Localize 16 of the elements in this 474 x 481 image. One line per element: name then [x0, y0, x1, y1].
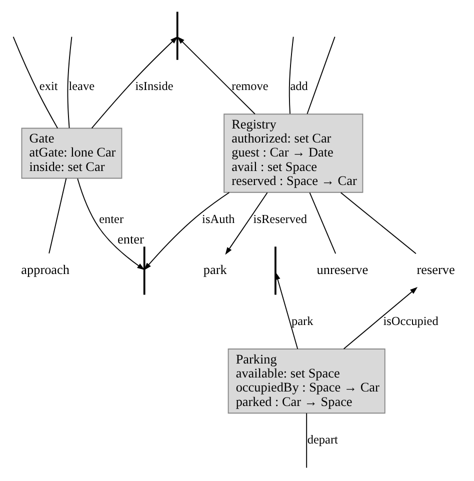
- edge-label: exit: [38, 78, 58, 93]
- node-text: reserve: [416, 262, 454, 278]
- edge-label: park: [290, 314, 313, 328]
- edge-label: isAuth: [202, 212, 234, 226]
- edge-label: isReserved: [252, 212, 307, 226]
- node-text: unreserve: [316, 262, 368, 278]
- edge-label: depart: [306, 432, 338, 447]
- edge-label: isInside: [134, 78, 173, 93]
- edge-label: leave: [68, 78, 94, 93]
- node-text: park: [202, 262, 226, 278]
- edge-label: isOccupied: [382, 314, 438, 328]
- node-text: approach: [20, 262, 69, 278]
- edge-label: enter: [98, 212, 124, 226]
- edge-label: add: [290, 78, 308, 93]
- edge-label: remove: [231, 78, 268, 93]
- node-label: enter: [117, 232, 144, 247]
